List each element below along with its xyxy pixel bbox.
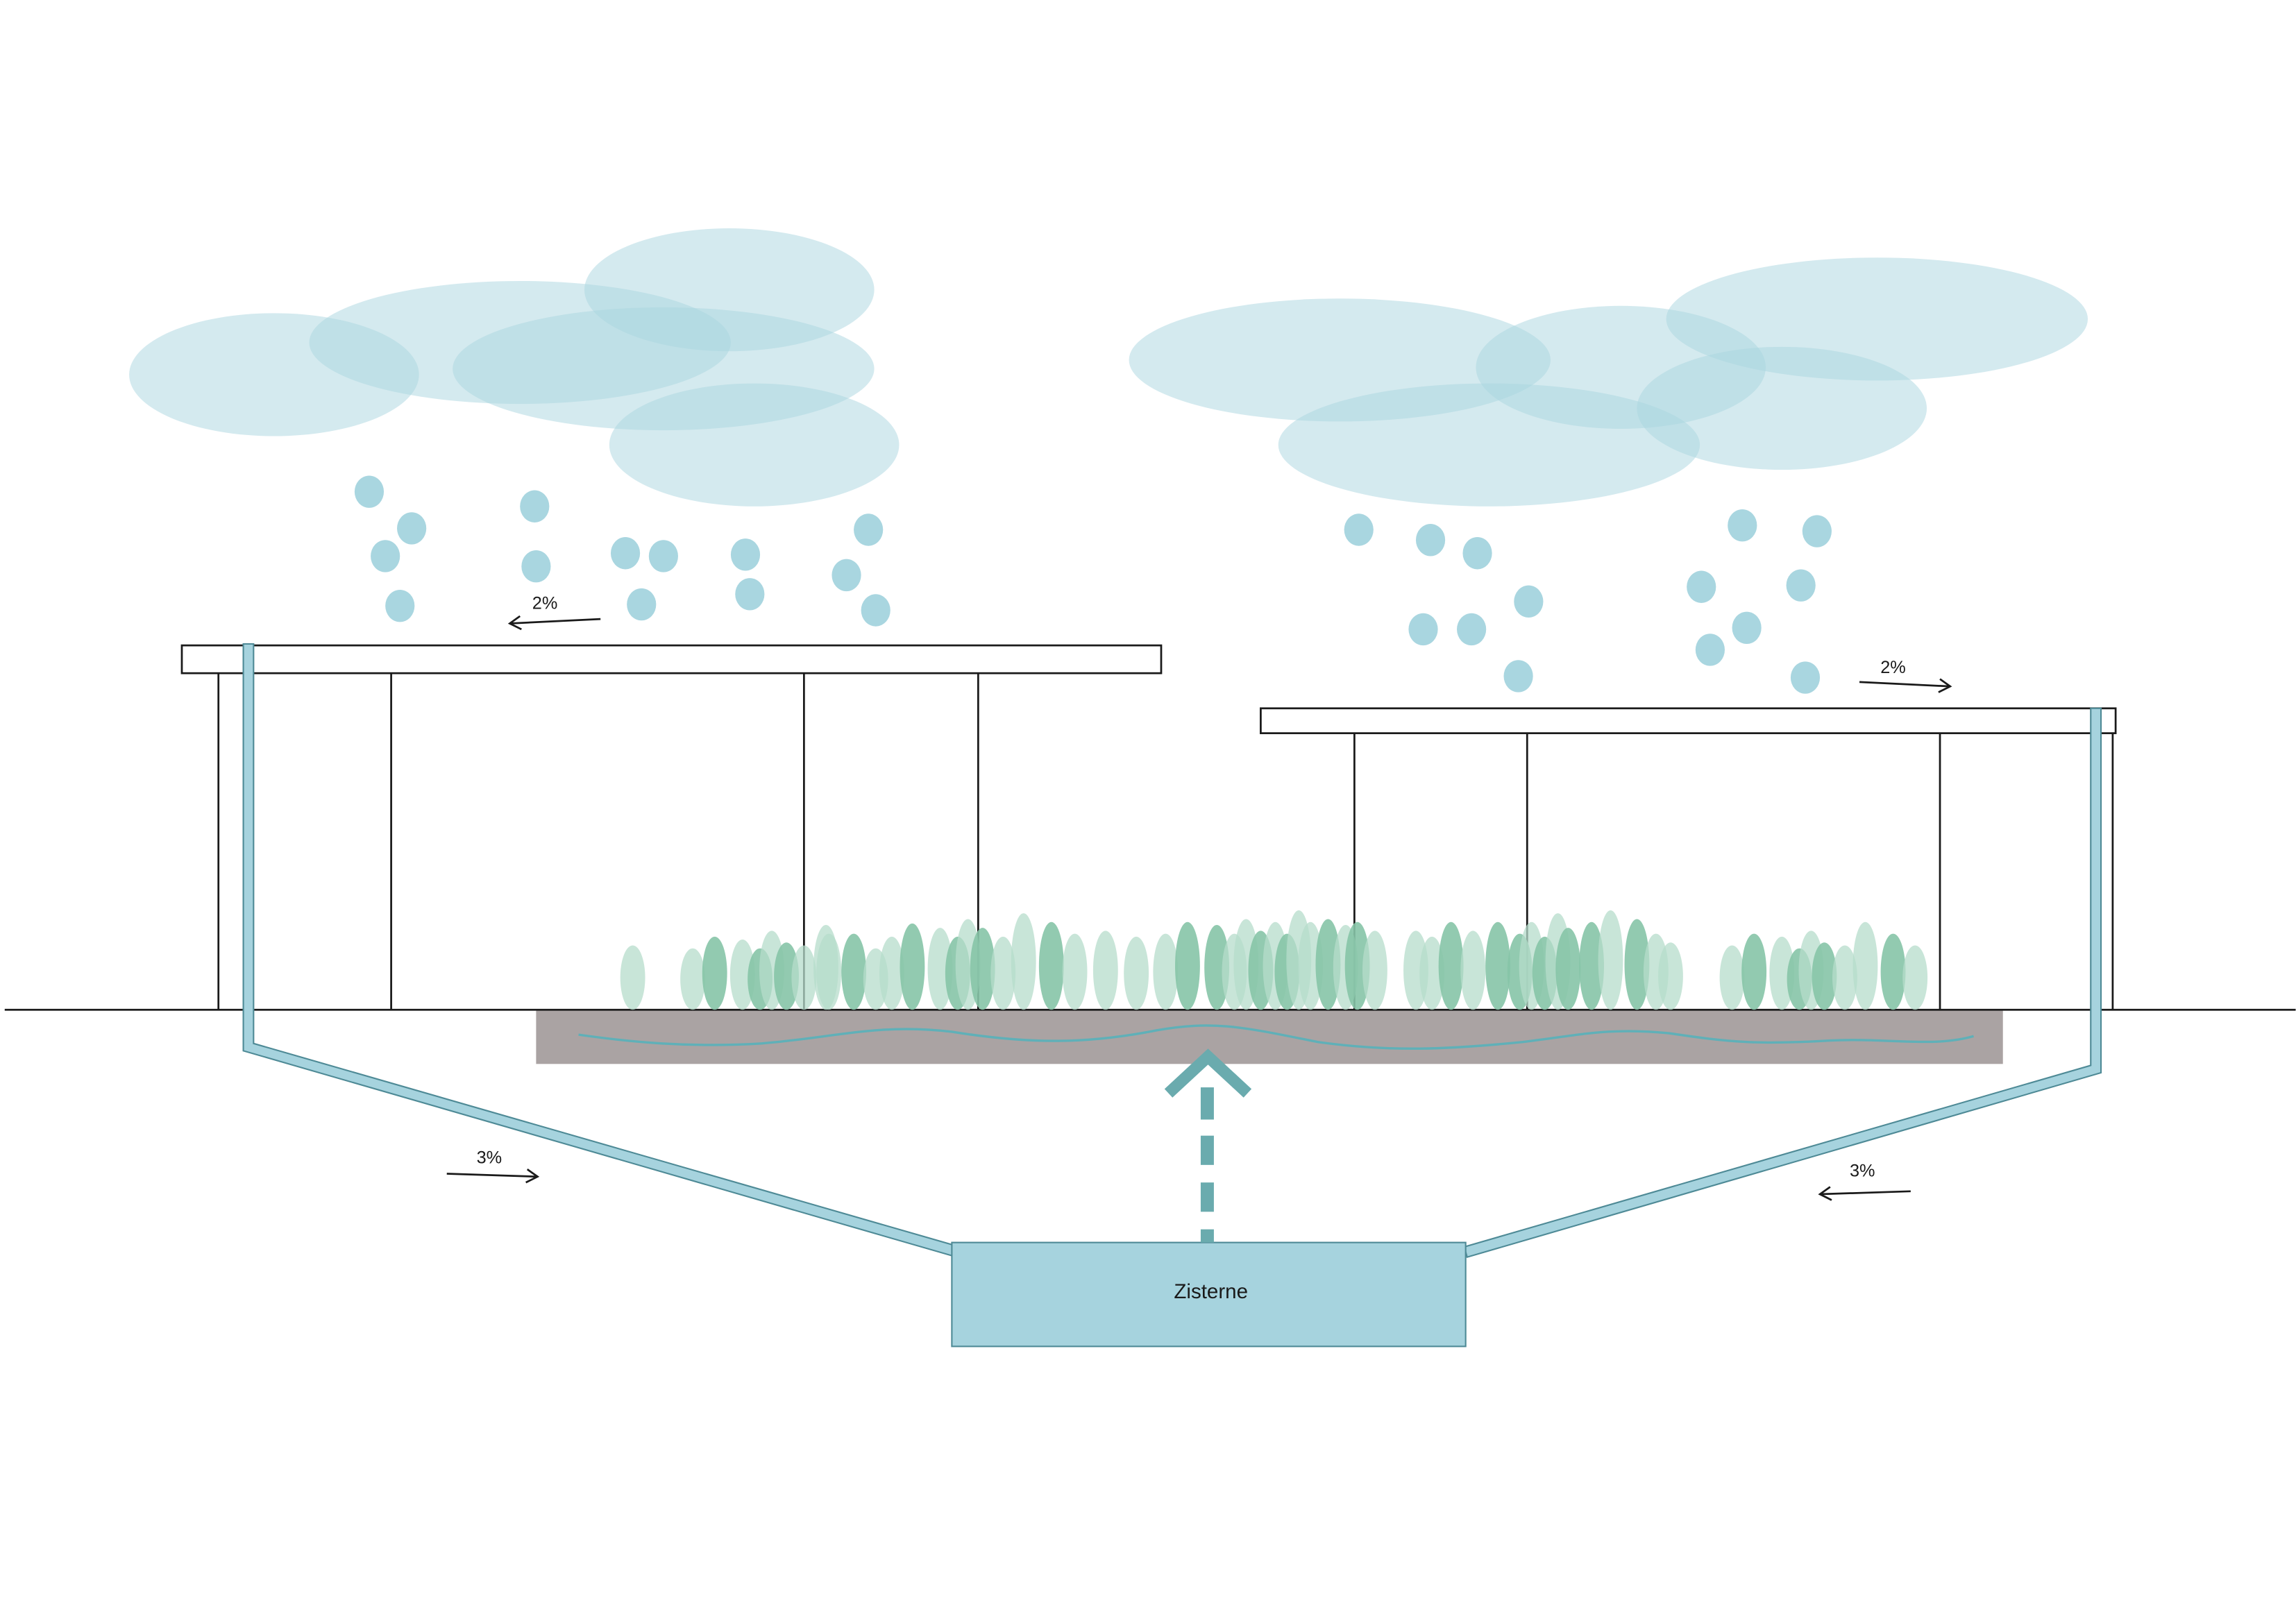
plant: [879, 936, 904, 1010]
plant: [702, 936, 727, 1010]
plant: [1438, 921, 1464, 1010]
plant: [791, 945, 817, 1010]
plant: [1298, 921, 1324, 1010]
raindrop: [397, 512, 427, 545]
plant: [1741, 933, 1767, 1010]
raindrop: [1695, 634, 1725, 666]
plant: [1852, 921, 1878, 1010]
raindrop: [354, 475, 385, 508]
raindrops-right: [1344, 509, 1832, 694]
plant: [1579, 921, 1604, 1010]
building-right: [1260, 707, 2117, 1010]
cloud-puff: [129, 313, 419, 436]
plant: [729, 940, 755, 1010]
raindrop: [1408, 613, 1438, 646]
cistern-label: Zisterne: [1174, 1280, 1248, 1303]
plant: [990, 936, 1016, 1010]
raindrop: [735, 578, 765, 611]
raindrop: [610, 537, 641, 570]
plant: [1124, 936, 1149, 1010]
slope-arrow-roof-right: [1859, 678, 1952, 693]
raindrop: [1457, 613, 1487, 646]
plant: [1062, 933, 1088, 1010]
roof-left: [180, 644, 1163, 674]
raindrop: [371, 540, 400, 572]
plant: [1598, 910, 1623, 1010]
plant: [1011, 913, 1036, 1010]
raindrop: [1728, 509, 1757, 542]
raindrop: [521, 550, 551, 583]
plant: [1153, 933, 1179, 1010]
plant: [1624, 919, 1650, 1010]
plant: [1092, 931, 1118, 1010]
plant: [1555, 928, 1581, 1010]
raindrop: [730, 538, 761, 571]
drain-pipe-right: [1463, 707, 2102, 1259]
plant: [1362, 931, 1387, 1010]
plant: [1460, 931, 1486, 1010]
roof-right: [1260, 707, 2117, 735]
cloud-left: [129, 228, 900, 507]
plant: [970, 928, 995, 1010]
plant: [680, 948, 705, 1010]
plant: [816, 933, 842, 1010]
plant: [1719, 945, 1745, 1010]
cloud-right: [1129, 257, 2088, 507]
roof-left-slope-label: 2%: [532, 593, 558, 613]
raindrop: [385, 589, 415, 622]
slope-arrow-pipe-left: [446, 1169, 540, 1184]
plant: [841, 933, 866, 1010]
plant: [1812, 942, 1837, 1010]
cloud-puff: [584, 228, 875, 352]
plant: [1832, 945, 1857, 1010]
roof-right-slope-label: 2%: [1880, 658, 1906, 677]
raindrop: [520, 490, 550, 522]
plant: [620, 945, 645, 1010]
raindrop: [648, 540, 678, 572]
groundwater-line: [578, 1024, 1974, 1050]
raindrop: [1790, 661, 1821, 694]
plant: [1419, 936, 1445, 1010]
raindrop: [1802, 515, 1832, 547]
pipe-right-slope-label: 3%: [1850, 1162, 1875, 1181]
plant: [1902, 945, 1928, 1010]
plant: [927, 928, 953, 1010]
raindrop: [1732, 611, 1762, 645]
cloud-puff: [1637, 346, 1927, 470]
cloud-puff: [609, 383, 900, 507]
plant: [1658, 942, 1683, 1010]
plant: [774, 942, 799, 1010]
raindrop: [1344, 513, 1374, 546]
raindrop: [1462, 537, 1492, 570]
raindrop: [861, 594, 890, 627]
plant: [900, 923, 925, 1010]
raindrop: [832, 559, 861, 592]
soil-layer: [536, 1010, 2003, 1064]
upward-arrow: [1164, 1048, 1252, 1243]
raindrop: [1415, 524, 1446, 556]
plant: [1485, 921, 1511, 1010]
raindrops-left: [354, 475, 890, 627]
building-left: [180, 644, 1163, 1010]
raindrop: [627, 588, 657, 621]
raindrop: [1786, 569, 1816, 602]
slope-arrow-pipe-right: [1818, 1186, 1911, 1201]
cistern-tank: [951, 1241, 1467, 1348]
slope-arrow-roof-left: [507, 615, 601, 631]
raindrop: [1687, 570, 1716, 603]
plant: [1038, 921, 1064, 1010]
plant: [1344, 921, 1370, 1010]
raindrop: [1514, 585, 1544, 618]
pipe-left-slope-label: 3%: [477, 1148, 503, 1168]
plant: [1204, 924, 1230, 1010]
raindrop: [1503, 660, 1533, 692]
plants: [620, 910, 1928, 1010]
plant: [1880, 933, 1906, 1010]
plant: [1175, 921, 1200, 1010]
plant: [1315, 919, 1341, 1010]
raindrop: [854, 513, 884, 546]
